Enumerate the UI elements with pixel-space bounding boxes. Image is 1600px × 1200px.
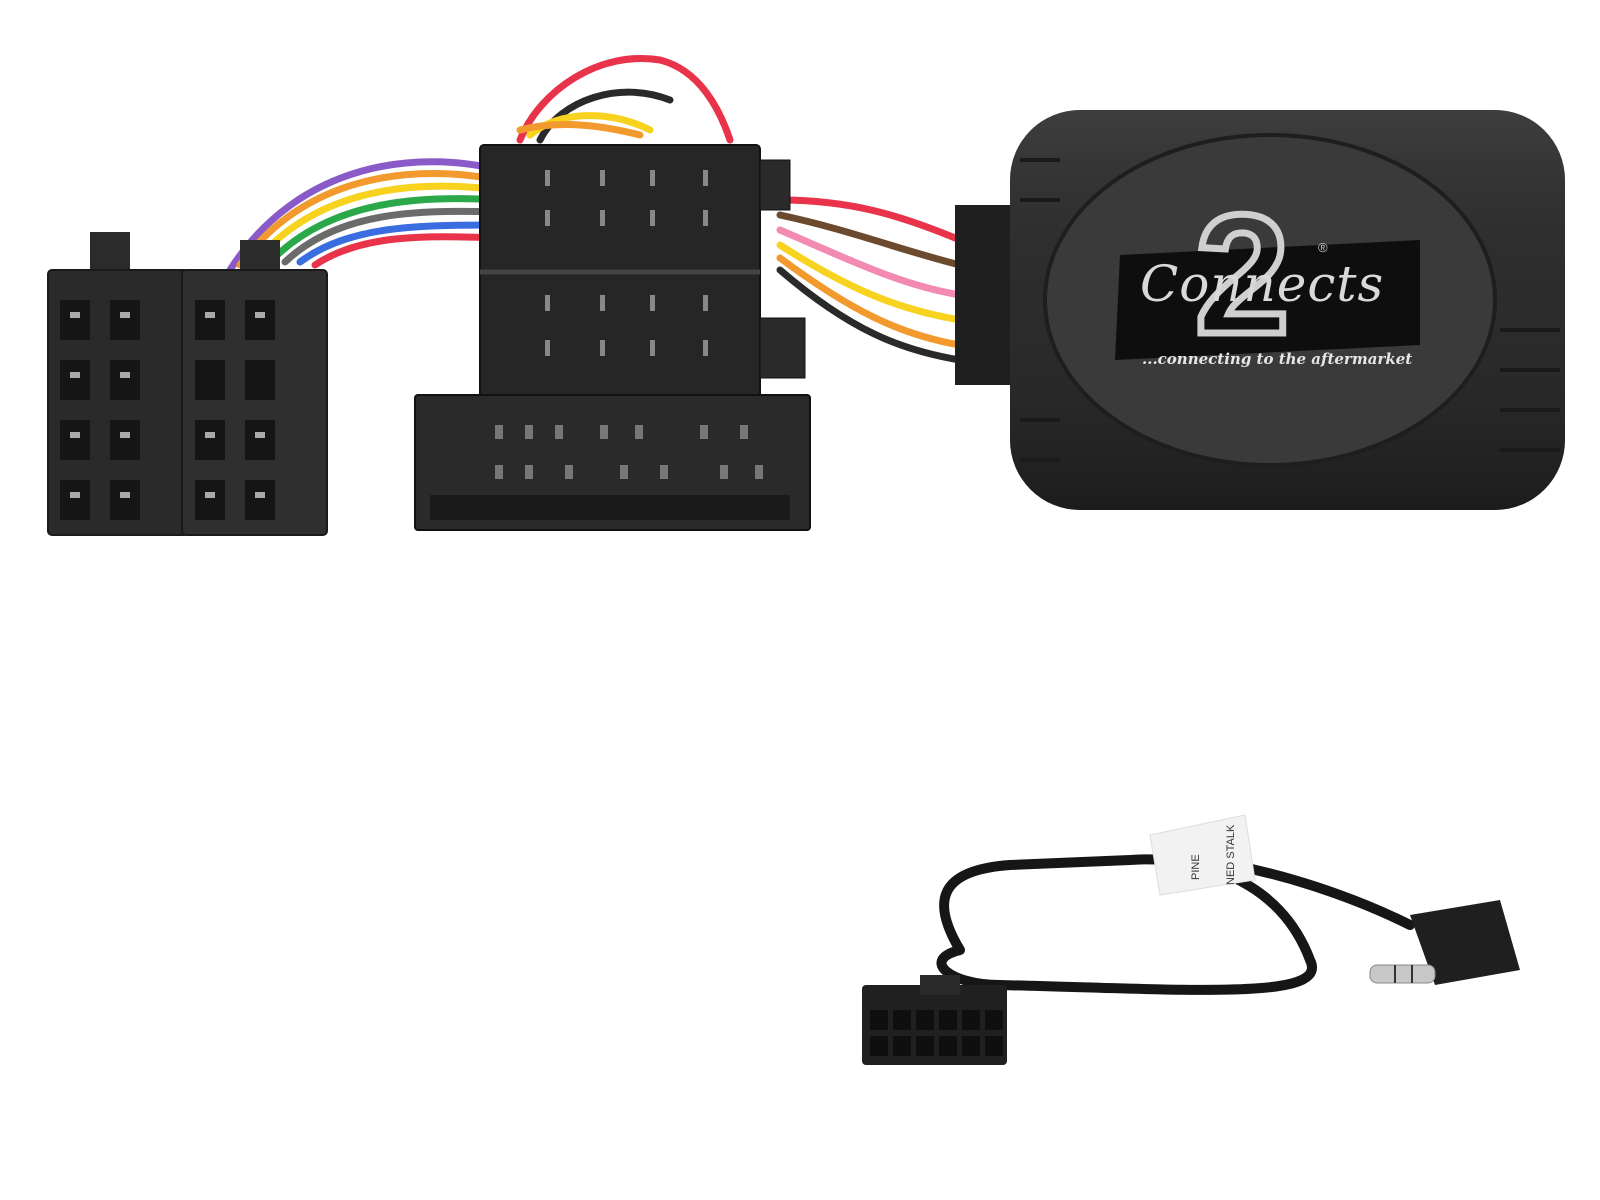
cable-label-line2: NED STALK <box>1225 824 1237 885</box>
logo-tagline: ...connecting to the aftermarket <box>1142 350 1413 368</box>
molex-12-pin-connector <box>862 975 1007 1065</box>
logo-wordmark: Connects <box>1140 255 1385 313</box>
interface-box <box>955 110 1565 510</box>
iso-connector-left <box>47 232 189 536</box>
right-angle-jack <box>1369 900 1520 985</box>
cable-label-line1: PINE <box>1190 854 1202 880</box>
patch-lead-label <box>1149 814 1256 896</box>
vehicle-connector <box>414 144 811 531</box>
wire-bundle <box>226 55 964 364</box>
registered-mark: ® <box>1318 240 1328 255</box>
logo-number: 2 <box>1192 180 1294 370</box>
iso-connector-right <box>181 240 328 536</box>
